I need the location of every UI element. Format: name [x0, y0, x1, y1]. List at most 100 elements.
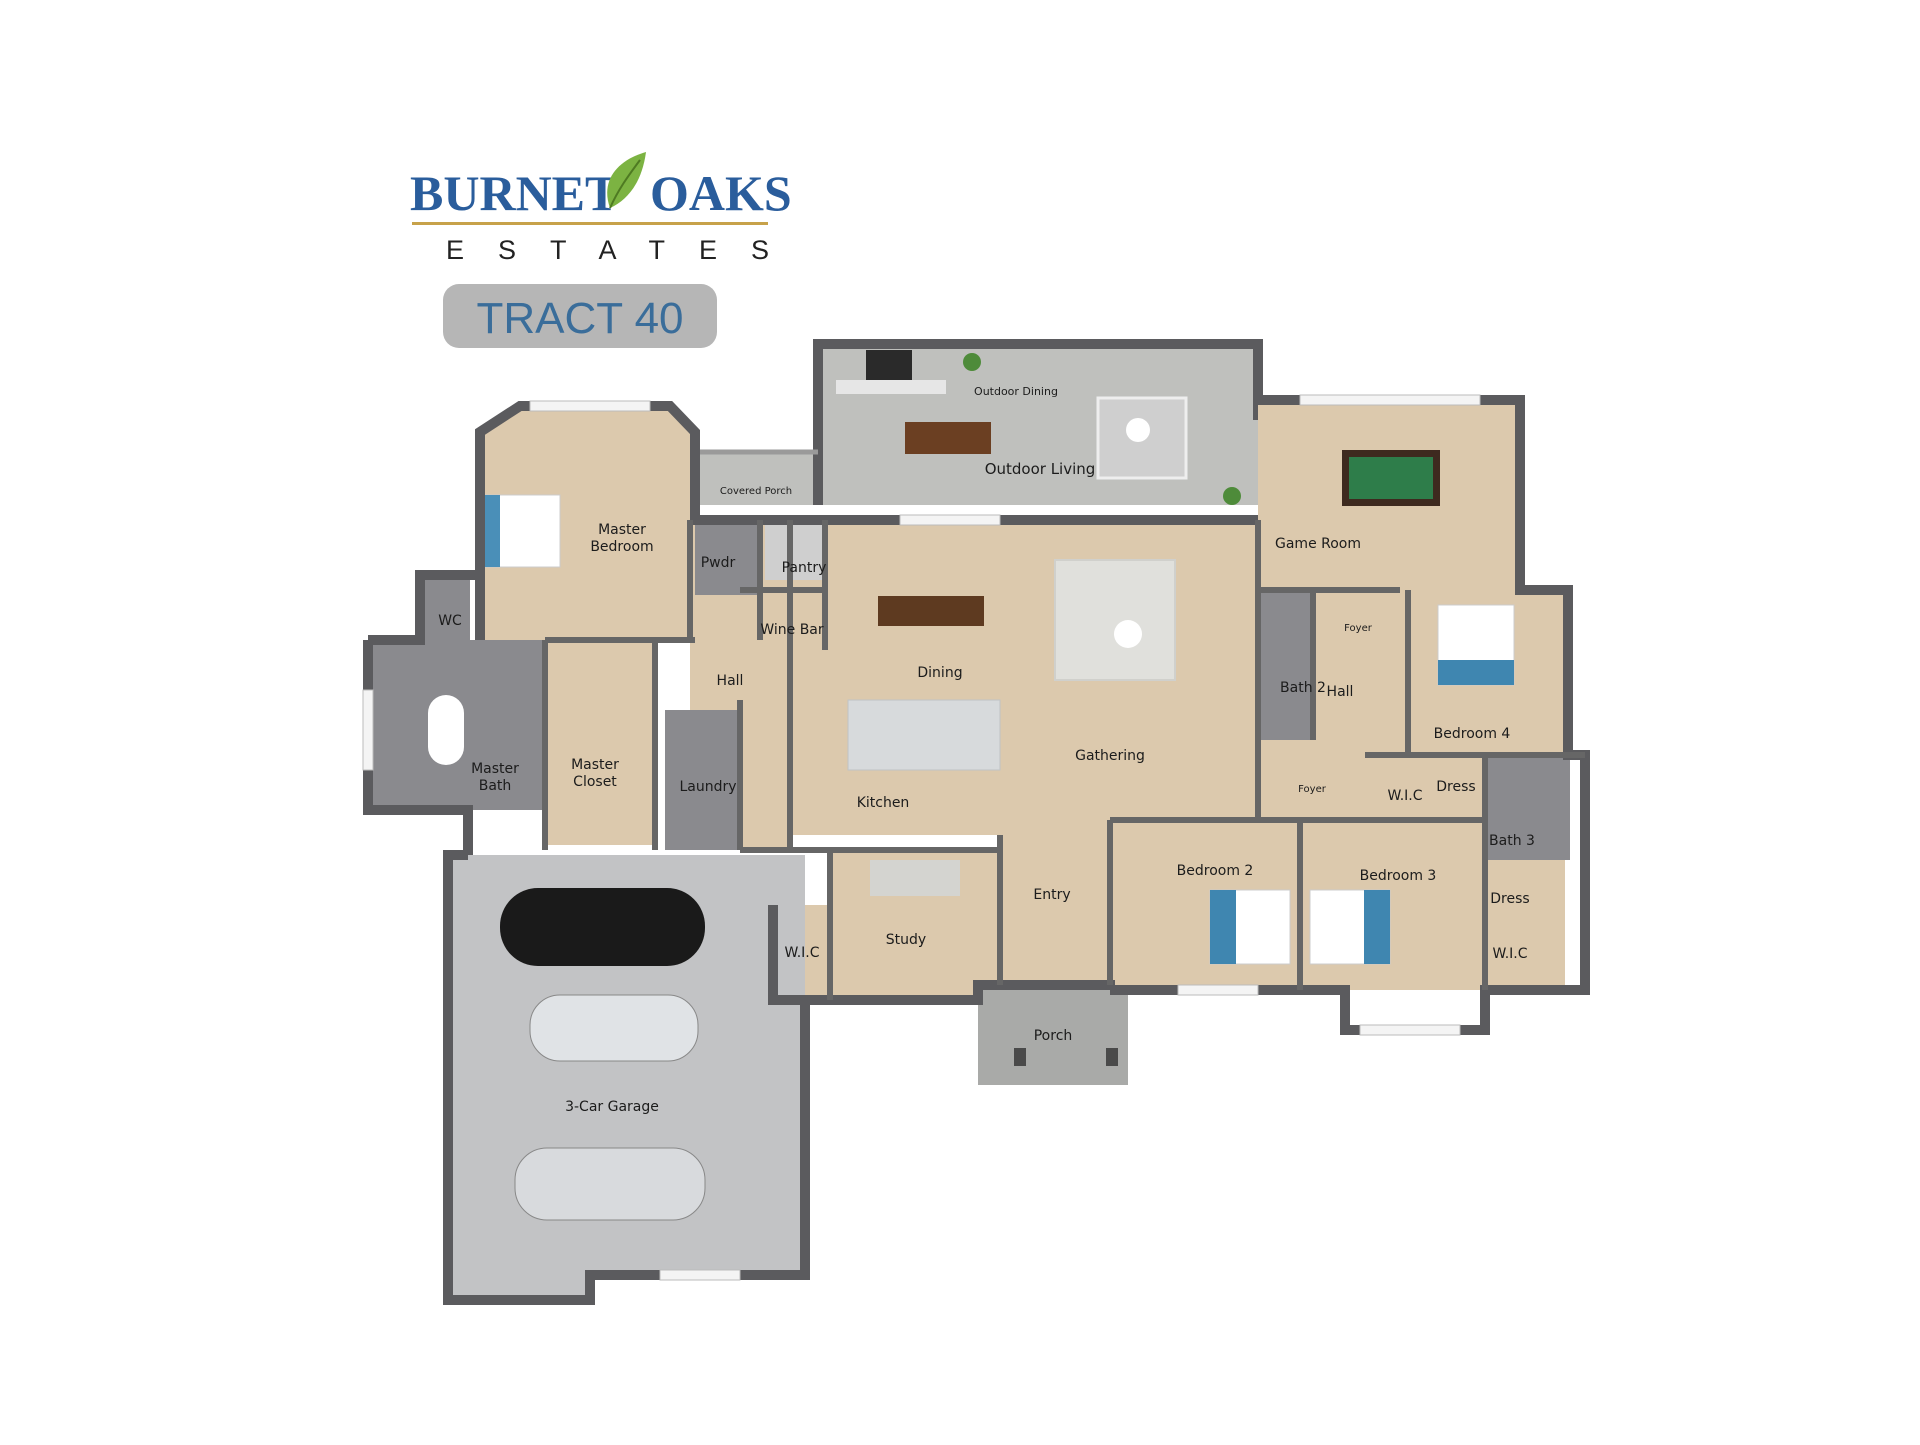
bath2-floor — [1258, 590, 1313, 740]
master-bedroom-floor — [480, 406, 695, 640]
black-car-icon — [500, 888, 705, 966]
outdoor-table — [1126, 418, 1150, 442]
label-hall-left: Hall — [717, 673, 744, 689]
label-foyer-bottom: Foyer — [1298, 784, 1327, 795]
kitchen-island — [847, 699, 1001, 771]
wic-dress-floor — [1365, 755, 1485, 820]
bedroom4-bed-cover — [1438, 660, 1514, 685]
label-pwdr: Pwdr — [701, 555, 736, 571]
walls — [363, 395, 1590, 1305]
entry-floor — [1000, 835, 1110, 985]
wall-garage — [443, 850, 810, 1305]
label-outdoor-living: Outdoor Living — [985, 460, 1096, 478]
windows — [362, 394, 1481, 1281]
wall-east — [1110, 395, 1590, 1035]
label-bath3: Bath 3 — [1489, 833, 1535, 849]
window — [1299, 394, 1481, 406]
master-closet-floor — [545, 640, 655, 845]
label-laundry: Laundry — [679, 779, 736, 795]
window — [362, 689, 374, 771]
label-foyer-top: Foyer — [1344, 623, 1373, 634]
label-dress-bottom: Dress — [1490, 891, 1529, 907]
label-master-closet-2: Closet — [573, 774, 617, 790]
window — [1177, 984, 1259, 996]
label-garage: 3-Car Garage — [565, 1099, 659, 1115]
label-entry: Entry — [1033, 887, 1070, 903]
pool-table-felt — [1349, 457, 1433, 499]
label-dining: Dining — [917, 665, 962, 681]
porch-lamp — [1106, 1048, 1118, 1066]
dining-table — [878, 596, 984, 626]
pantry-floor — [765, 520, 825, 580]
window — [1359, 1024, 1461, 1036]
label-kitchen: Kitchen — [857, 795, 910, 811]
house-floors — [480, 400, 1568, 1000]
label-master-closet-1: Master — [571, 757, 619, 773]
wall-south — [768, 905, 1115, 1005]
label-hall-right: Hall — [1327, 684, 1354, 700]
dress-wic-floor — [1485, 860, 1565, 990]
label-game-room: Game Room — [1275, 536, 1361, 552]
porch-floor — [978, 985, 1128, 1085]
pwdr-floor — [695, 520, 760, 595]
label-wic-left: W.I.C — [784, 945, 819, 961]
master-bathtub — [428, 695, 464, 765]
window — [659, 1269, 741, 1281]
room-labels: Outdoor Dining Outdoor Living Covered Po… — [438, 385, 1535, 1115]
logo-rule — [412, 222, 768, 225]
logo: BURNET OAKS ESTATES — [410, 152, 803, 265]
tract-badge-label: TRACT 40 — [476, 294, 683, 343]
gathering-sofa — [1054, 559, 1176, 681]
leaf-vein — [609, 159, 641, 209]
label-dress-top: Dress — [1436, 779, 1475, 795]
white-car-icon — [529, 994, 699, 1062]
label-study: Study — [886, 932, 926, 948]
study-sofa — [870, 860, 960, 896]
covered-porch-floor — [695, 452, 818, 505]
label-outdoor-dining: Outdoor Dining — [974, 385, 1058, 398]
wall-wc — [368, 570, 480, 645]
label-master-bedroom-1: Master — [598, 522, 646, 538]
label-bedroom2: Bedroom 2 — [1177, 863, 1254, 879]
logo-word-oaks: OAKS — [650, 165, 792, 221]
label-porch: Porch — [1034, 1028, 1073, 1044]
bedroom2-bed-cover — [1210, 890, 1236, 964]
outdoor-area — [695, 339, 1263, 505]
label-wic-bottom-right: W.I.C — [1492, 946, 1527, 962]
label-master-bath-1: Master — [471, 761, 519, 777]
wall-north — [690, 452, 1258, 525]
plant-icon — [1223, 487, 1241, 505]
laundry-floor — [665, 710, 740, 850]
label-bath2: Bath 2 — [1280, 680, 1326, 696]
label-pantry: Pantry — [782, 560, 827, 576]
wc-floor — [420, 575, 470, 640]
window — [899, 514, 1001, 526]
porch-lamp — [1014, 1048, 1026, 1066]
label-master-bedroom-2: Bedroom — [590, 539, 653, 555]
label-master-bath-2: Bath — [479, 778, 512, 794]
label-gathering: Gathering — [1075, 748, 1145, 764]
plant-icon — [963, 353, 981, 371]
label-wic-right: W.I.C — [1387, 788, 1422, 804]
outdoor-dining-table — [905, 422, 991, 454]
main-living-floor — [790, 520, 1260, 835]
tract-badge: TRACT 40 — [443, 284, 717, 348]
grill — [866, 350, 912, 380]
window — [529, 400, 651, 412]
bath3-floor — [1485, 755, 1570, 860]
label-bedroom4: Bedroom 4 — [1434, 726, 1511, 742]
logo-word-burnet: BURNET — [410, 165, 618, 221]
tract-badge-bg — [443, 284, 717, 348]
label-wine-bar: Wine Bar — [760, 622, 824, 638]
bedroom3-bed-cover — [1364, 890, 1390, 964]
label-bedroom3: Bedroom 3 — [1360, 868, 1437, 884]
outdoor-wall — [813, 339, 1263, 505]
outdoor-counter — [836, 380, 946, 394]
label-wc: WC — [438, 613, 462, 629]
silver-car-icon — [514, 1147, 706, 1221]
logo-estates: ESTATES — [446, 235, 803, 265]
gathering-table — [1114, 620, 1142, 648]
label-covered-porch: Covered Porch — [720, 486, 792, 497]
